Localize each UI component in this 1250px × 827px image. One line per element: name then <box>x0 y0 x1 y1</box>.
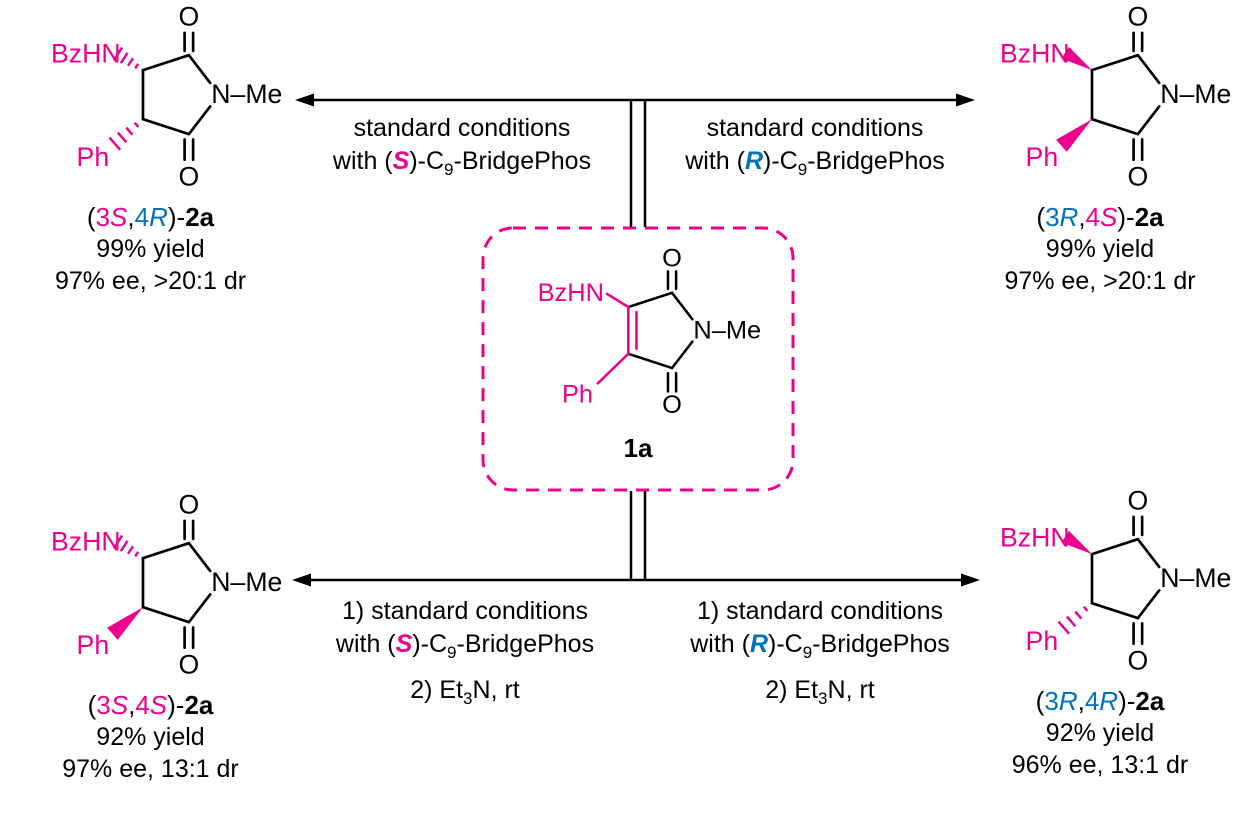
hashed-bond-phenyl <box>1057 601 1093 636</box>
amine-label: BzHN <box>50 39 120 69</box>
n-methyl-label: N–Me <box>1160 79 1231 109</box>
oxygen-bottom-label: O <box>662 391 682 419</box>
stereocenter-4: 4R <box>1084 686 1119 717</box>
ring-bonds <box>1090 31 1161 162</box>
product-top-right: BzHN Ph N–Me O O (3R,4S)-2a 99% yield 97… <box>950 4 1250 297</box>
ring-bonds <box>626 270 694 393</box>
selectivity-text: 97% ee, 13:1 dr <box>62 755 239 784</box>
structure-product-bottom-left: BzHN Ph N–Me O O <box>50 492 282 679</box>
phenyl-label: Ph <box>76 630 109 660</box>
stereocenter-3: 3S <box>96 690 129 721</box>
stereocenter-4: 4S <box>1085 202 1118 233</box>
phenyl-label: Ph <box>561 381 592 409</box>
catalyst-letter: R <box>749 630 769 658</box>
substrate-name: 1a <box>623 432 653 463</box>
oxygen-bottom-label: O <box>178 649 199 679</box>
n-methyl-label: N–Me <box>693 317 761 345</box>
product-top-left: BzHN Ph N–Me O O (3S,4R)-2a 99% yield 97… <box>8 4 293 297</box>
conditions-line1: standard conditions <box>353 114 571 142</box>
structure-product-top-left: BzHN Ph N–Me O O <box>50 4 282 191</box>
arrow-top-right <box>638 93 975 227</box>
hashed-bond-phenyl <box>107 117 143 152</box>
product-label-top-left: (3S,4R)-2a <box>86 202 215 233</box>
phenyl-label: Ph <box>1026 142 1059 172</box>
selectivity-text: 96% ee, 13:1 dr <box>1011 751 1189 780</box>
arrow-top-left <box>295 93 638 227</box>
conditions-line3: 2) Et3N, rt <box>765 676 875 708</box>
catalyst-letter: R <box>744 147 764 175</box>
ring-bonds <box>141 31 212 162</box>
phenyl-label: Ph <box>1026 626 1059 656</box>
oxygen-bottom-label: O <box>1127 161 1148 191</box>
compound-name: 2a <box>185 202 215 233</box>
selectivity-text: 97% ee, >20:1 dr <box>1004 267 1196 296</box>
phenyl-label: Ph <box>76 142 109 172</box>
stereocenter-3: 3R <box>1044 686 1078 717</box>
conditions-top-left: standard conditions with (S)-C9-BridgePh… <box>312 112 612 186</box>
oxygen-top-label: O <box>178 492 199 519</box>
amine-label: BzHN <box>1000 523 1070 553</box>
oxygen-bottom-label: O <box>178 161 199 191</box>
stereocenter-4: 4S <box>135 690 168 721</box>
conditions-line2: with (R)-C9-BridgePhos <box>690 630 950 662</box>
n-methyl-label: N–Me <box>211 79 282 109</box>
arrow-bottom-left <box>292 491 638 587</box>
amine-label: BzHN <box>1000 39 1070 69</box>
yield-text: 99% yield <box>96 235 205 264</box>
product-label-top-right: (3R,4S)-2a <box>1036 202 1164 233</box>
product-bottom-right: BzHN Ph N–Me O O (3R,4R)-2a 92% yield 96… <box>950 488 1250 781</box>
ring-bonds <box>141 519 212 650</box>
conditions-line1: standard conditions <box>706 114 924 142</box>
product-label-bottom-left: (3S,4S)-2a <box>87 690 214 721</box>
catalyst-letter: S <box>395 630 413 658</box>
substrate-panel: BzHN Ph N–Me O O 1a <box>483 228 793 490</box>
stereocenter-3: 3S <box>95 202 128 233</box>
n-methyl-label: N–Me <box>1160 563 1231 593</box>
conditions-line2: with (R)-C9-BridgePhos <box>685 147 945 179</box>
stereocenter-3: 3R <box>1045 202 1079 233</box>
conditions-bottom-left: 1) standard conditions with (S)-C9-Bridg… <box>300 595 630 715</box>
conditions-top-right: standard conditions with (R)-C9-BridgePh… <box>660 112 970 186</box>
conditions-line1: 1) standard conditions <box>342 597 588 625</box>
amine-label: BzHN <box>50 527 120 557</box>
conditions-line2: with (S)-C9-BridgePhos <box>332 147 592 179</box>
conditions-line3: 2) Et3N, rt <box>410 676 520 708</box>
oxygen-top-label: O <box>662 244 682 272</box>
yield-text: 92% yield <box>96 723 205 752</box>
highlight-box <box>481 226 795 492</box>
selectivity-text: 97% ee, >20:1 dr <box>54 267 247 296</box>
compound-name: 2a <box>184 690 214 721</box>
catalyst-letter: S <box>392 147 410 175</box>
yield-text: 99% yield <box>1045 235 1155 264</box>
conditions-bottom-right: 1) standard conditions with (R)-C9-Bridg… <box>655 595 985 715</box>
oxygen-top-label: O <box>1127 488 1148 515</box>
oxygen-bottom-label: O <box>1127 645 1148 675</box>
product-label-bottom-right: (3R,4R)-2a <box>1035 686 1165 717</box>
product-bottom-left: BzHN Ph N–Me O O (3S,4S)-2a 92% yield 97… <box>8 492 293 785</box>
conditions-line2: with (S)-C9-BridgePhos <box>335 630 595 662</box>
oxygen-top-label: O <box>178 4 199 31</box>
oxygen-top-label: O <box>1127 4 1148 31</box>
enamide-double-bond <box>596 292 638 385</box>
compound-name: 2a <box>1135 686 1165 717</box>
structure-product-top-right: BzHN Ph N–Me O O <box>1000 4 1231 191</box>
conditions-line1: 1) standard conditions <box>697 597 943 625</box>
structure-substrate-1a: BzHN Ph N–Me O O <box>537 244 761 419</box>
arrow-bottom-right <box>638 491 980 587</box>
ring-bonds <box>1090 515 1161 646</box>
compound-name: 2a <box>1134 202 1164 233</box>
n-methyl-label: N–Me <box>211 567 282 597</box>
yield-text: 92% yield <box>1045 719 1155 748</box>
structure-product-bottom-right: BzHN Ph N–Me O O <box>1000 488 1231 675</box>
stereocenter-4: 4R <box>134 202 168 233</box>
amine-label: BzHN <box>537 279 603 307</box>
